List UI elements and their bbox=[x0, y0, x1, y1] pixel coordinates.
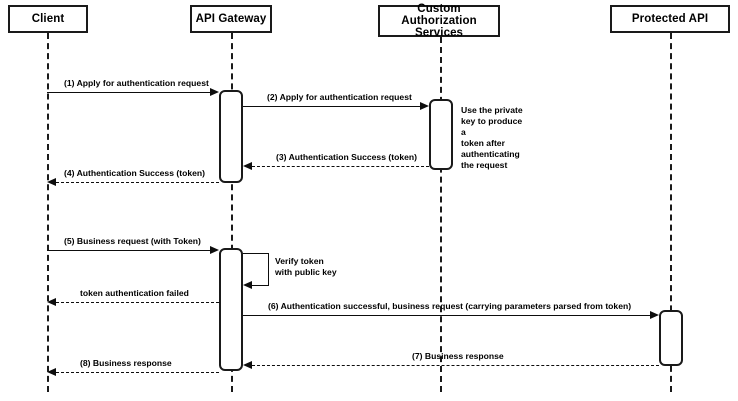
lifeline-client bbox=[47, 33, 49, 392]
message-token-authentication-failed-line bbox=[56, 302, 219, 303]
note-private-key-line2: key to produce a bbox=[461, 116, 523, 137]
message-4-line bbox=[56, 182, 219, 183]
message-8-label: (8) Business response bbox=[80, 358, 172, 368]
message-5-arrowhead bbox=[210, 245, 219, 254]
lifeline-authsvc bbox=[440, 37, 442, 392]
activation-protected-api bbox=[659, 310, 683, 366]
activation-gateway-auth bbox=[219, 90, 243, 183]
participant-protected-api-label: Protected API bbox=[631, 12, 709, 25]
message-4-arrowhead bbox=[47, 177, 56, 186]
participant-protected-api[interactable]: Protected API bbox=[610, 5, 730, 33]
message-2-label: (2) Apply for authentication request bbox=[267, 92, 412, 102]
message-2-line bbox=[243, 106, 420, 107]
lifeline-gateway bbox=[231, 33, 233, 392]
message-6-arrowhead bbox=[650, 310, 659, 319]
message-1-arrowhead bbox=[210, 87, 219, 96]
self-call-verify-token-side bbox=[268, 253, 269, 285]
lifeline-api bbox=[670, 33, 672, 392]
message-7-line bbox=[252, 365, 659, 366]
participant-authsvc-label-line1: Custom Authorization bbox=[401, 3, 477, 27]
participant-api-gateway-label: API Gateway bbox=[195, 12, 267, 25]
activation-gateway-business bbox=[219, 248, 243, 371]
self-call-verify-token-arrowhead bbox=[243, 280, 252, 289]
message-3-arrowhead bbox=[243, 161, 252, 170]
self-call-verify-token-top bbox=[243, 253, 269, 254]
self-call-verify-token-bottom bbox=[252, 285, 269, 286]
message-3-line bbox=[252, 166, 429, 167]
note-private-key-line4: authenticating bbox=[461, 149, 520, 159]
message-1-line bbox=[47, 92, 210, 93]
participant-api-gateway[interactable]: API Gateway bbox=[190, 5, 272, 33]
message-5-label: (5) Business request (with Token) bbox=[64, 236, 201, 246]
note-verify-token-line2: with public key bbox=[275, 267, 337, 277]
message-6-label: (6) Authentication successful, business … bbox=[268, 301, 632, 311]
note-private-key-line1: Use the private bbox=[461, 105, 523, 115]
participant-client[interactable]: Client bbox=[8, 5, 88, 33]
message-2-arrowhead bbox=[420, 101, 429, 110]
message-5-line bbox=[47, 250, 210, 251]
message-7-label: (7) Business response bbox=[412, 351, 504, 361]
message-7-arrowhead bbox=[243, 360, 252, 369]
note-private-key-line5: the request bbox=[461, 160, 508, 170]
message-token-authentication-failed-arrowhead bbox=[47, 297, 56, 306]
message-token-authentication-failed-label: token authentication failed bbox=[80, 288, 189, 298]
message-8-arrowhead bbox=[47, 367, 56, 376]
activation-authsvc bbox=[429, 99, 453, 170]
message-1-label: (1) Apply for authentication request bbox=[64, 78, 209, 88]
message-4-label: (4) Authentication Success (token) bbox=[64, 168, 206, 178]
note-private-key-line3: token after bbox=[461, 138, 505, 148]
participant-client-label: Client bbox=[31, 12, 65, 25]
message-3-label: (3) Authentication Success (token) bbox=[276, 152, 418, 162]
note-verify-token-line1: Verify token bbox=[275, 256, 324, 266]
note-verify-token: Verify token with public key bbox=[275, 256, 365, 278]
note-private-key: Use the private key to produce a token a… bbox=[461, 105, 525, 171]
message-6-line bbox=[243, 315, 650, 316]
message-8-line bbox=[56, 372, 219, 373]
participant-authsvc-label-line2: Services bbox=[414, 27, 464, 39]
participant-custom-authorization-services[interactable]: Custom Authorization Services bbox=[378, 3, 500, 39]
